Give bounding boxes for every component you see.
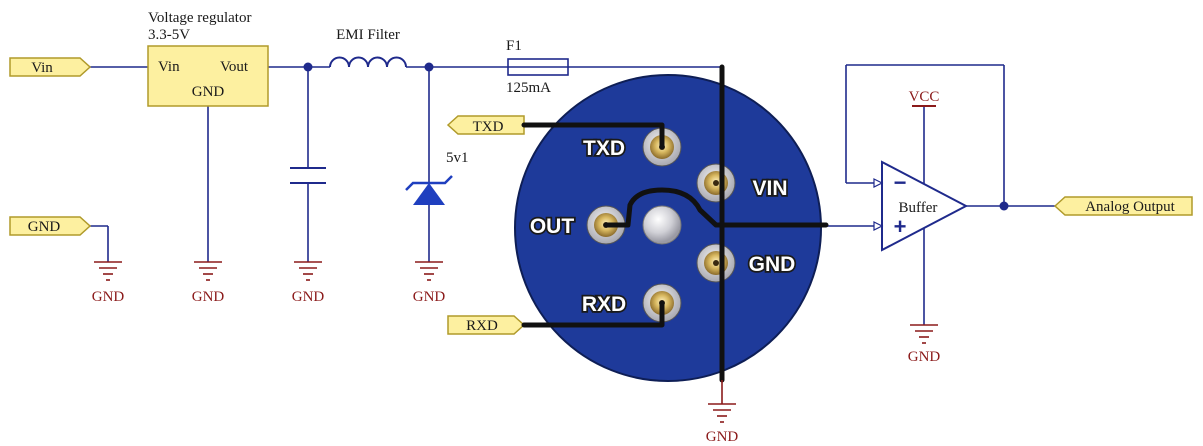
- pin-label-txd: TXD: [583, 137, 625, 160]
- port-analog-output: Analog Output: [1053, 196, 1193, 216]
- junctions: [303, 62, 1009, 211]
- port-rxd: RXD: [447, 315, 526, 335]
- pin-label-rxd: RXD: [582, 293, 626, 316]
- svg-text:Analog Output: Analog Output: [1085, 199, 1175, 215]
- opamp-label: Buffer: [899, 200, 938, 216]
- ground-symbol: [294, 261, 322, 281]
- pin-label-gnd: GND: [749, 253, 796, 276]
- port-vin: Vin: [9, 57, 92, 77]
- svg-text:Vin: Vin: [31, 60, 53, 76]
- svg-text:Vout: Vout: [220, 59, 249, 75]
- svg-text:RXD: RXD: [466, 318, 498, 334]
- ground-labels: GND GND GND GND GND GND: [92, 289, 941, 445]
- ground-symbol: [94, 261, 122, 281]
- pad-gnd: [696, 243, 736, 283]
- regulator-title: Voltage regulator: [148, 10, 251, 26]
- ground-label: GND: [413, 289, 446, 305]
- capacitor: [290, 167, 326, 184]
- junction-dot: [424, 62, 434, 72]
- ground-symbol: [415, 261, 443, 281]
- wires: [90, 64, 1055, 325]
- zener-label: 5v1: [446, 150, 469, 166]
- pin-label-vin: VIN: [752, 177, 787, 200]
- emi-filter-label: EMI Filter: [336, 27, 400, 43]
- ground-symbols: [94, 261, 938, 423]
- emi-filter: EMI Filter: [329, 27, 407, 68]
- ground-label: GND: [908, 349, 941, 365]
- ground-label: GND: [192, 289, 225, 305]
- opamp-minus: −: [894, 170, 907, 195]
- sensor-module: TXD VIN OUT GND RXD: [514, 64, 829, 404]
- vcc-label: VCC: [909, 89, 940, 105]
- svg-text:Vin: Vin: [158, 59, 180, 75]
- ground-symbol: [910, 324, 938, 344]
- regulator-range: 3.3-5V: [148, 27, 190, 43]
- zener-diode: 5v1: [405, 150, 469, 205]
- junction-dot: [303, 62, 313, 72]
- voltage-regulator: Voltage regulator 3.3-5V Vin Vout GND: [147, 10, 269, 107]
- fuse-f1: F1 125mA: [506, 38, 569, 96]
- ground-symbol: [708, 403, 736, 423]
- svg-text:GND: GND: [28, 219, 61, 235]
- port-gnd: GND: [9, 216, 92, 236]
- opamp-plus: +: [894, 214, 907, 239]
- port-txd: TXD: [446, 115, 525, 135]
- opamp-buffer: − + Buffer VCC: [873, 89, 969, 252]
- sensor-leads: [521, 64, 829, 383]
- pad-vin: [696, 163, 736, 203]
- junction-dot: [999, 201, 1009, 211]
- ground-symbol: [194, 261, 222, 281]
- sensor-center-dome: [642, 205, 682, 245]
- fuse-ref: F1: [506, 38, 522, 54]
- svg-text:GND: GND: [192, 84, 225, 100]
- svg-text:TXD: TXD: [473, 119, 504, 135]
- ground-label: GND: [706, 429, 739, 445]
- pin-label-out: OUT: [530, 215, 575, 238]
- ground-label: GND: [92, 289, 125, 305]
- fuse-rating: 125mA: [506, 80, 551, 96]
- ground-label: GND: [292, 289, 325, 305]
